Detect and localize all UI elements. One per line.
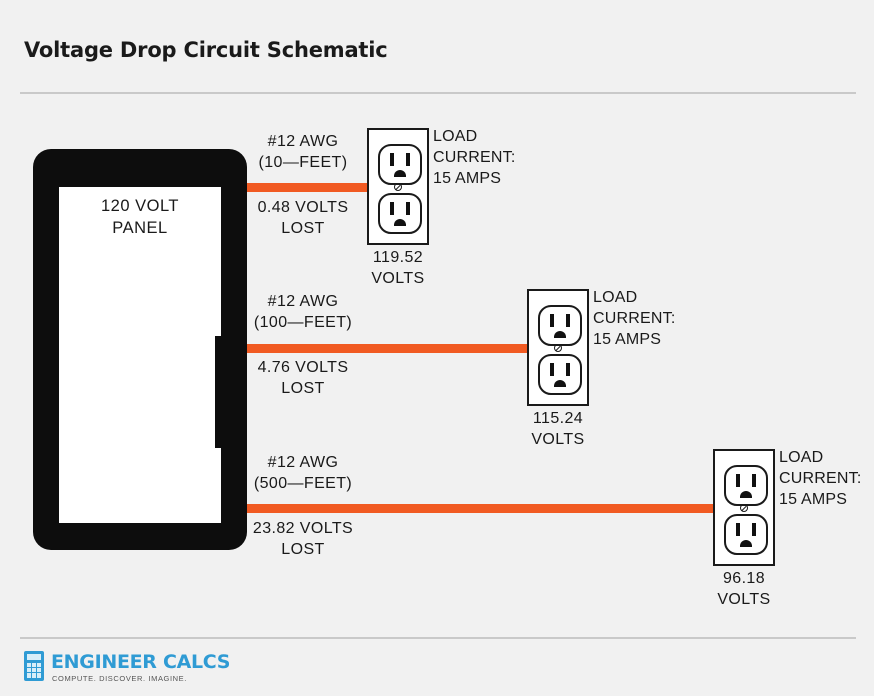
load-label-2: LOAD CURRENT: 15 AMPS: [593, 289, 676, 348]
screw-icon: [394, 183, 402, 191]
outlet-1: [367, 128, 429, 245]
receptacle-icon: [378, 144, 422, 185]
electrical-panel: 120 VOLT PANEL: [33, 149, 247, 550]
outlet-2: [527, 289, 589, 406]
calculator-icon: [24, 651, 44, 681]
load-label-3: LOAD CURRENT: 15 AMPS: [779, 449, 862, 508]
outlet-3: [713, 449, 775, 566]
drop-label-1: 0.48 VOLTS LOST: [257, 199, 349, 237]
receptacle-icon: [538, 305, 582, 346]
receptacle-icon: [538, 354, 582, 395]
panel-door: 120 VOLT PANEL: [59, 187, 227, 523]
header-divider: [20, 92, 856, 94]
wire-label-2: #12 AWG (100—FEET): [253, 293, 353, 331]
drop-label-3: 23.82 VOLTS LOST: [252, 520, 354, 558]
outlet-voltage-1: 119.52 VOLTS: [371, 249, 425, 287]
outlet-voltage-2: 115.24 VOLTS: [531, 410, 585, 448]
brand-name: ENGINEER CALCS: [51, 651, 231, 673]
wire-label-3: #12 AWG (500—FEET): [253, 454, 353, 492]
receptacle-icon: [724, 514, 768, 555]
receptacle-icon: [378, 193, 422, 234]
panel-label: 120 VOLT PANEL: [101, 197, 179, 237]
diagram-title: Voltage Drop Circuit Schematic: [24, 38, 388, 62]
wire-circuit-2: [247, 344, 527, 353]
screw-icon: [740, 504, 748, 512]
screw-icon: [554, 344, 562, 352]
drop-label-2: 4.76 VOLTS LOST: [257, 359, 349, 397]
wire-circuit-1: [247, 183, 367, 192]
load-label-1: LOAD CURRENT: 15 AMPS: [433, 128, 516, 187]
panel-handle: [215, 336, 227, 448]
brand-tagline: COMPUTE. DISCOVER. IMAGINE.: [52, 674, 187, 683]
wire-circuit-3: [247, 504, 713, 513]
outlet-voltage-3: 96.18 VOLTS: [717, 570, 771, 608]
footer-divider: [20, 637, 856, 639]
receptacle-icon: [724, 465, 768, 506]
wire-label-1: #12 AWG (10—FEET): [258, 133, 348, 171]
